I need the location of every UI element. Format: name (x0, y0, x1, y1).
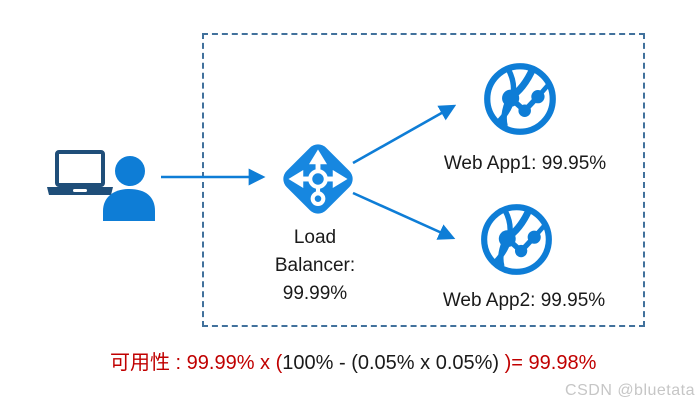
web-app1-label: Web App1: 99.95% (443, 153, 607, 174)
load-balancer-icon (283, 144, 353, 214)
load-balancer-label-line1: Load (293, 227, 337, 248)
formula-segment-red-left: 可用性 : 99.99% x ( (110, 352, 283, 374)
availability-boundary-box (202, 33, 645, 327)
load-balancer-label-line3: 99.99% (282, 283, 348, 304)
formula-segment-black-middle: 100% - (0.05% x 0.05%) (282, 352, 505, 374)
laptop-icon (47, 150, 113, 195)
load-balancer-label: Load Balancer: 99.99% (250, 224, 380, 308)
watermark-text: CSDN @bluetata (565, 382, 695, 399)
web-app2-label: Web App2: 99.95% (442, 290, 606, 311)
person-icon (103, 156, 155, 221)
formula-segment-red-right: )= 99.98% (504, 352, 597, 374)
load-balancer-label-line2: Balancer: (274, 255, 356, 276)
availability-formula: 可用性 : 99.99% x (100% - (0.05% x 0.05%) )… (110, 346, 596, 375)
web-app1-icon (484, 63, 556, 135)
web-app2-icon (481, 204, 552, 275)
